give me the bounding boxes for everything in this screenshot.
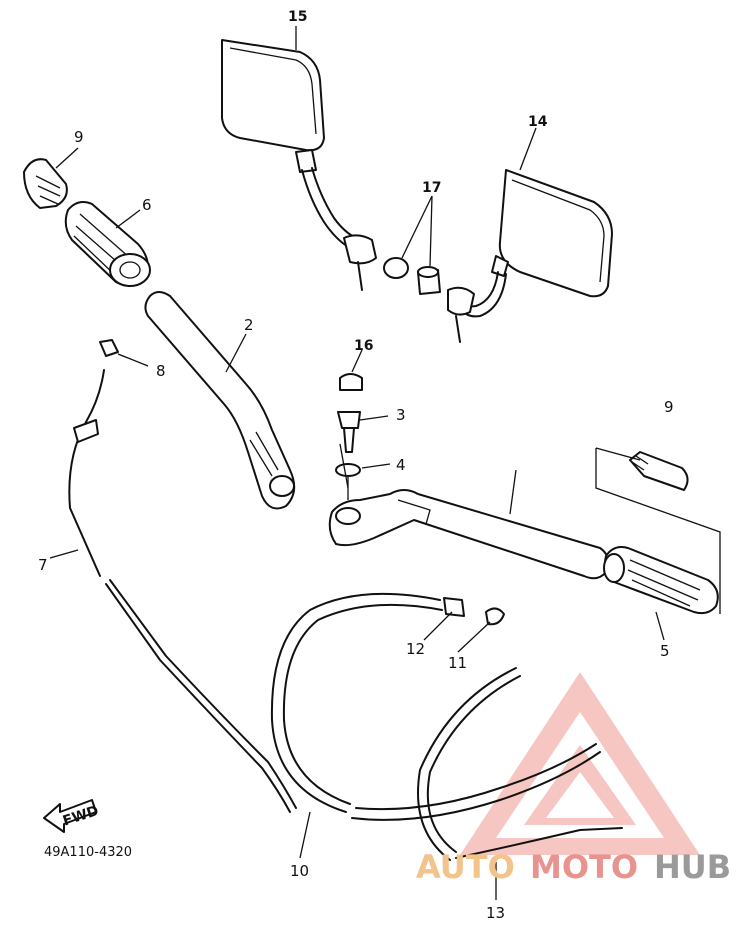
callout-17: 17 xyxy=(422,180,441,196)
callout-9-left: 9 xyxy=(74,128,84,146)
callout-3: 3 xyxy=(396,406,406,424)
throttle-cable xyxy=(270,592,601,821)
callout-16: 16 xyxy=(354,338,373,354)
right-mirror xyxy=(447,169,613,343)
callout-10: 10 xyxy=(290,862,309,880)
callout-7: 7 xyxy=(38,556,48,574)
callout-8: 8 xyxy=(156,362,166,380)
watermark-text: AUTO MOTO HUB xyxy=(416,848,731,886)
callout-13: 13 xyxy=(486,904,505,922)
clutch-cable xyxy=(68,339,297,813)
mirror-caps xyxy=(383,257,441,295)
callout-9-right: 9 xyxy=(664,398,674,416)
bolt-and-washer xyxy=(335,373,363,500)
callout-12: 12 xyxy=(406,640,425,658)
svg-text:HUB: HUB xyxy=(654,848,731,886)
svg-text:AUTO: AUTO xyxy=(416,848,515,886)
callout-15: 15 xyxy=(288,9,307,25)
forward-arrow-icon: FWD xyxy=(43,799,101,833)
throttle-cable-return xyxy=(417,667,623,861)
left-mirror xyxy=(221,39,377,291)
leader-lines xyxy=(49,26,665,900)
callout-2: 2 xyxy=(244,316,254,334)
fwd-label: FWD xyxy=(61,803,101,830)
callout-14: 14 xyxy=(528,114,548,130)
svg-text:MOTO: MOTO xyxy=(530,848,638,886)
left-grip xyxy=(64,201,151,287)
right-bar-end-weight xyxy=(629,451,689,491)
right-handlebar xyxy=(328,489,609,580)
left-handlebar xyxy=(144,291,296,510)
watermark-logo-icon xyxy=(460,672,700,855)
left-bar-end-weight xyxy=(23,158,68,209)
callout-4: 4 xyxy=(396,456,406,474)
callout-11: 11 xyxy=(448,654,467,672)
drawing-code: 49A110-4320 xyxy=(44,845,132,860)
callout-5: 5 xyxy=(660,642,670,660)
callout-6: 6 xyxy=(142,196,152,214)
right-grip xyxy=(603,546,719,615)
